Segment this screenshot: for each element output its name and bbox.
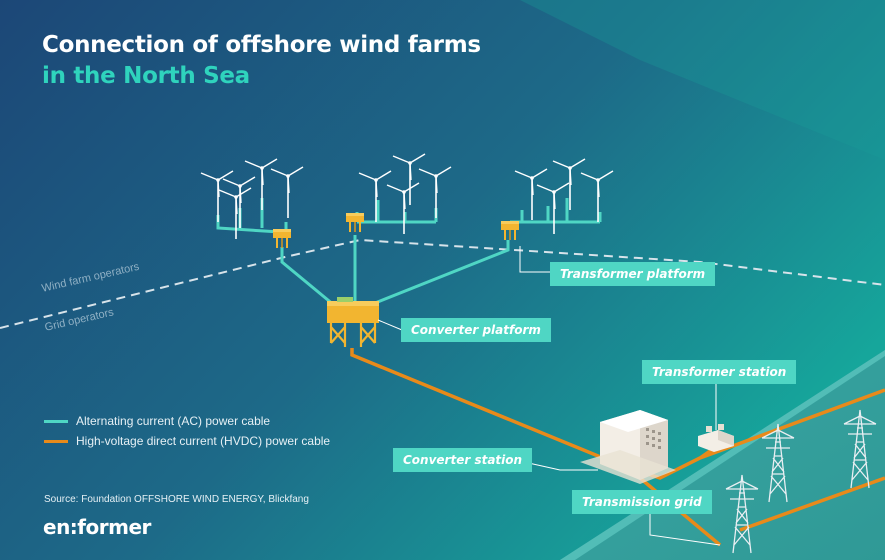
transformer-station-callout: Transformer station (642, 360, 797, 384)
legend-item-hvdc: High-voltage direct current (HVDC) power… (44, 431, 330, 451)
title-line-1: Connection of offshore wind farms (42, 32, 481, 58)
callout-leaders (377, 246, 721, 546)
hvdc-cable-swatch (44, 439, 68, 443)
transformer-platform-callout: Transformer platform (550, 262, 716, 286)
ac-cable-swatch (44, 419, 68, 423)
source-note: Source: Foundation OFFSHORE WIND ENERGY,… (44, 494, 309, 505)
operator-boundary-line (0, 238, 885, 329)
transmission-grid-callout: Transmission grid (572, 490, 712, 514)
legend-item-ac: Alternating current (AC) power cable (44, 411, 330, 431)
legend-label-hvdc: High-voltage direct current (HVDC) power… (76, 434, 331, 448)
sea-light-band (520, 0, 885, 160)
page-title: Connection of offshore wind farms in the… (42, 30, 481, 92)
converter-station-icon (580, 410, 676, 484)
brand-logo[interactable]: en:former (43, 515, 151, 539)
converter-station-callout: Converter station (393, 448, 533, 472)
legend-label-ac: Alternating current (AC) power cable (76, 414, 271, 428)
transformer-station-icon (698, 424, 734, 452)
converter-platform-icon (327, 297, 379, 347)
legend: Alternating current (AC) power cable Hig… (44, 411, 330, 451)
title-line-2: in the North Sea (42, 63, 250, 89)
converter-platform-callout: Converter platform (401, 318, 551, 342)
